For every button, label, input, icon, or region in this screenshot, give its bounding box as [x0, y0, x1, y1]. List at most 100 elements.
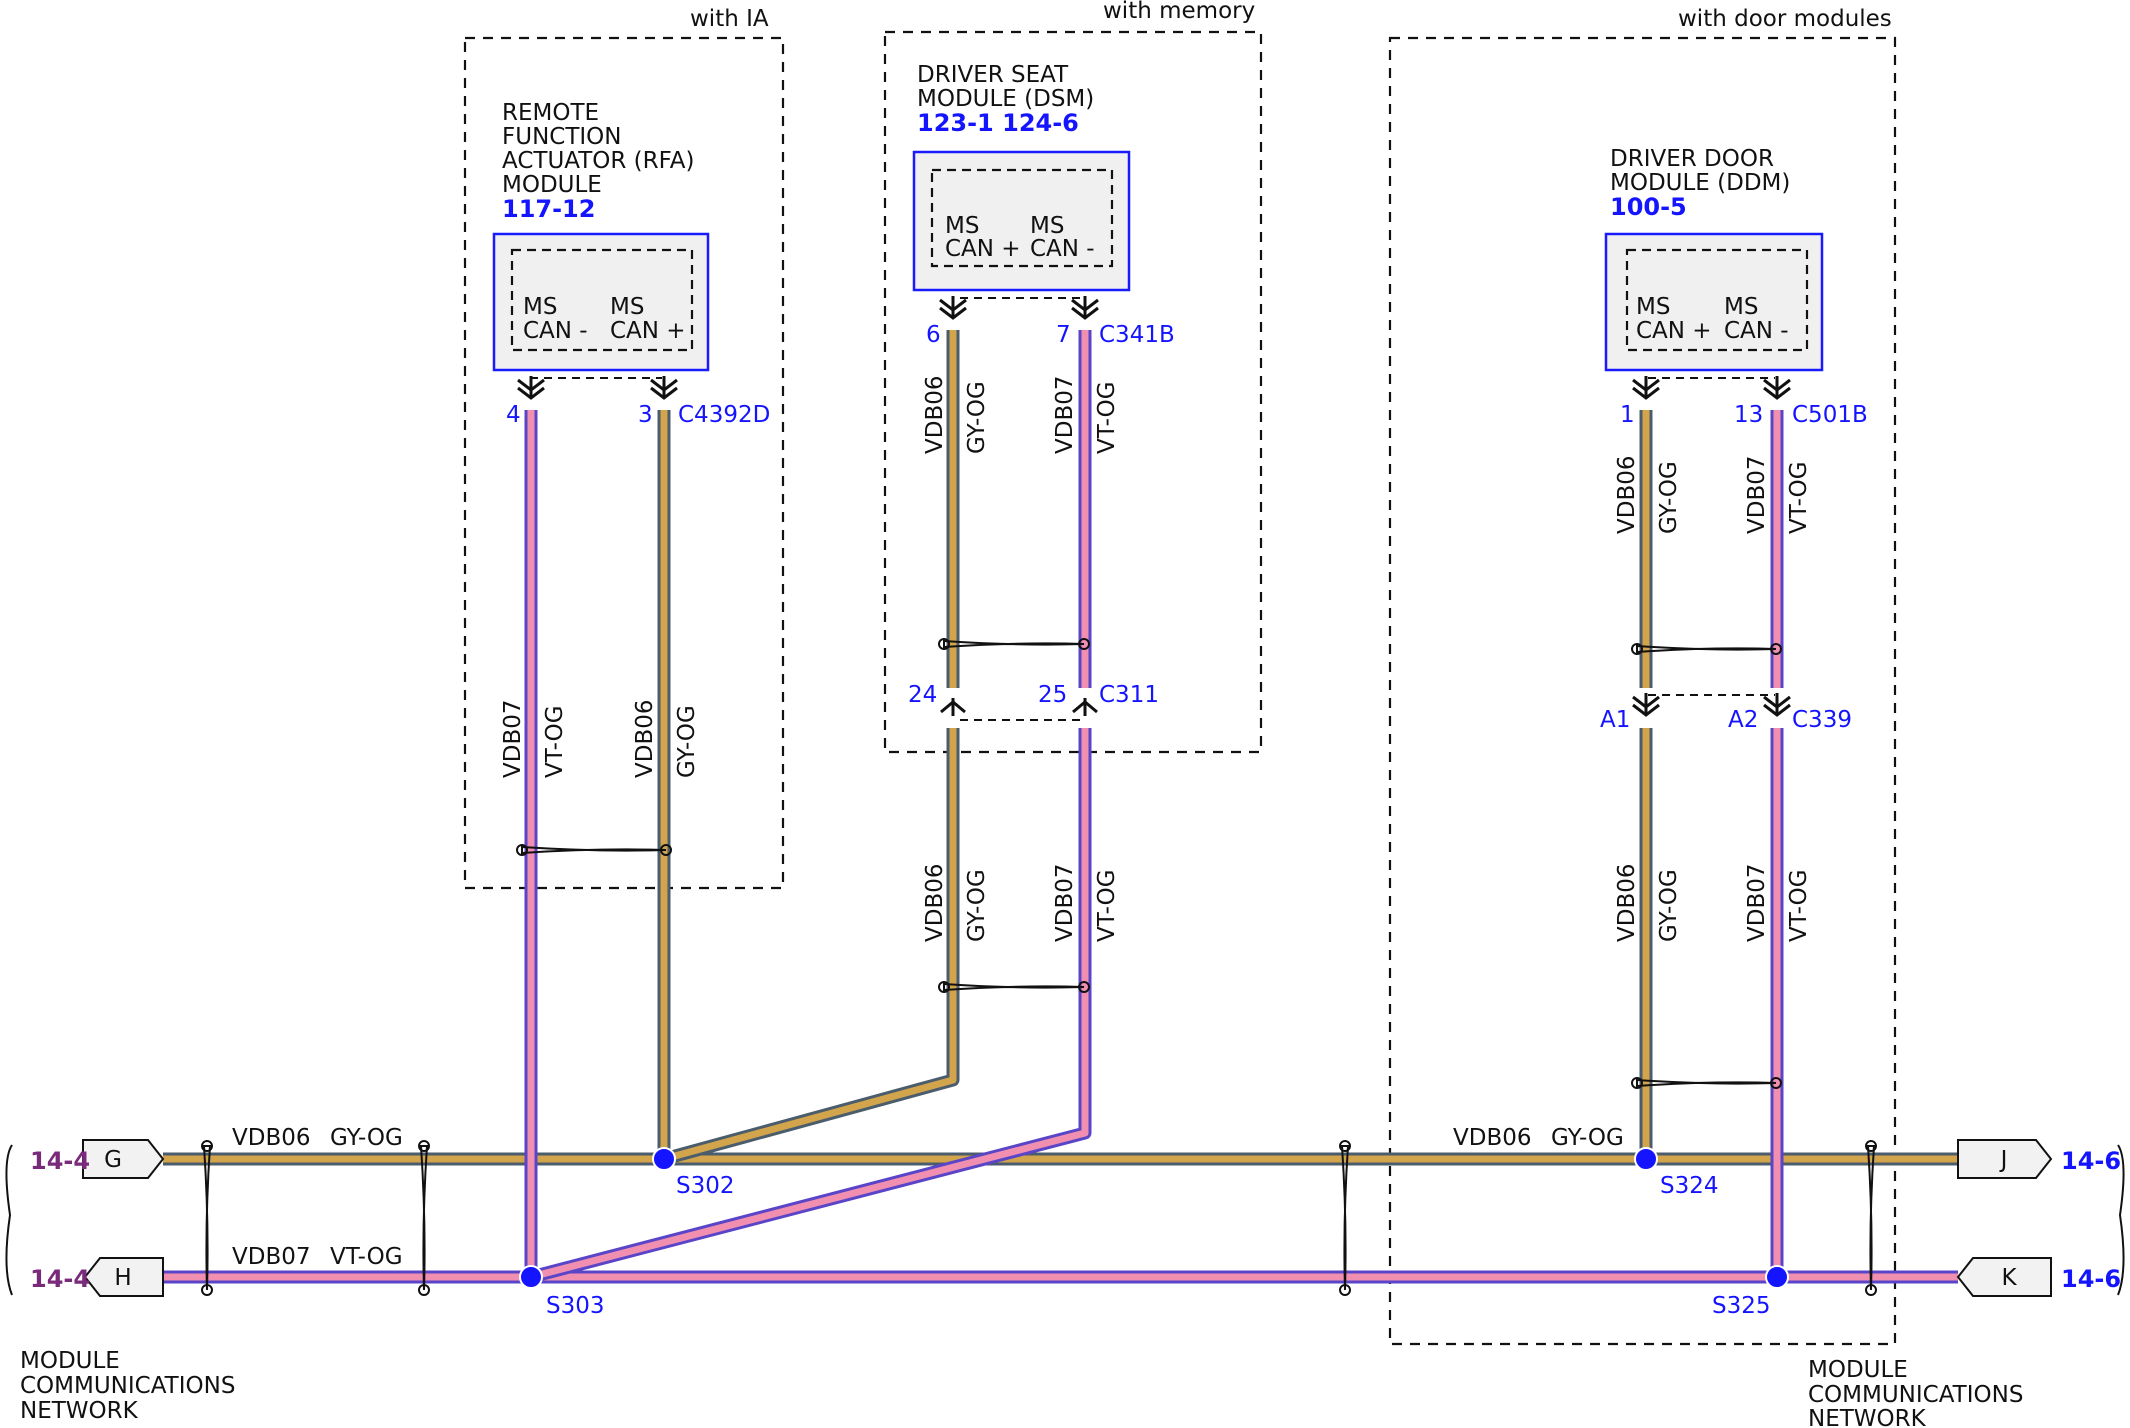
twist-rfa — [516, 844, 672, 856]
dsm-lower-vtog-wire — [529, 728, 1092, 1284]
twist-bus-3 — [1339, 1140, 1351, 1296]
footer-left-line-1: MODULE — [20, 1348, 120, 1374]
dsm-upper-right-circuit: VDB07 — [1052, 376, 1078, 455]
dsm-lower-right-color: VT-OG — [1094, 869, 1120, 942]
ddm-pin-13-number: 13 — [1734, 402, 1763, 428]
twist-bus-4 — [1865, 1140, 1877, 1296]
rfa-left-circuit: VDB07 — [500, 700, 526, 779]
flag-k[interactable]: K — [1956, 1257, 2052, 1297]
rfa-connector-outline — [510, 248, 694, 352]
c339-pin-a2-terminal — [1762, 691, 1792, 717]
ddm-pin-right-line-1: MS — [1724, 294, 1758, 320]
dsm-name-line-2: MODULE (DSM) — [917, 86, 1094, 112]
left-ref-top[interactable]: 14-4 — [30, 1147, 90, 1175]
dsm-lower-left-circuit: VDB06 — [922, 864, 948, 943]
bus-gyog-color: GY-OG — [330, 1125, 403, 1151]
dsm-connector-id: C341B — [1099, 322, 1175, 348]
splice-layer — [519, 1147, 1789, 1289]
ddm-pin-1-number: 1 — [1620, 402, 1635, 428]
rfa-left-color: VT-OG — [542, 705, 568, 778]
dsm-pin-right-line-2: CAN - — [1030, 236, 1095, 262]
dsm-upper-right-color: VT-OG — [1094, 381, 1120, 454]
splice-s324-label: S324 — [1660, 1173, 1719, 1199]
dsm-lower-right-circuit: VDB07 — [1052, 864, 1078, 943]
splice-s325-label: S325 — [1712, 1293, 1771, 1319]
rfa-module: REMOTE FUNCTION ACTUATOR (RFA) MODULE 11… — [492, 100, 710, 379]
left-brace — [5, 1144, 13, 1296]
dsm-upper-left-circuit: VDB06 — [922, 376, 948, 455]
dsm-inline-connector-id: C311 — [1099, 682, 1159, 708]
footer-left-line-3: NETWORK — [20, 1398, 139, 1424]
footer-right-line-3: NETWORK — [1808, 1406, 1927, 1428]
twist-dsm-upper — [938, 638, 1090, 650]
dsm-connector-outline — [930, 168, 1114, 268]
ddm-name-line-2: MODULE (DDM) — [1610, 170, 1790, 196]
ddm-upper-left-circuit: VDB06 — [1614, 456, 1640, 535]
twist-ddm-lower — [1631, 1077, 1782, 1089]
twist-layer — [201, 638, 1877, 1296]
ddm-module-box — [1604, 232, 1824, 372]
right-brace — [2117, 1144, 2125, 1296]
rfa-pin-3-number: 3 — [638, 402, 653, 428]
ddm-upper-right-circuit: VDB07 — [1744, 456, 1770, 535]
dsm-lower-left-color: GY-OG — [964, 869, 990, 942]
dsm-pin-left-line-1: MS — [945, 213, 979, 239]
rfa-pin-4-number: 4 — [506, 402, 521, 428]
flag-j-label: J — [1999, 1147, 2008, 1173]
flag-j[interactable]: J — [1957, 1139, 2053, 1179]
vertical-wire-labels: VDB07 VT-OG VDB06 GY-OG VDB06 GY-OG VDB0… — [500, 376, 1812, 943]
splice-s302-label: S302 — [676, 1173, 735, 1199]
c339-connector-id: C339 — [1792, 707, 1852, 733]
right-ref-bottom[interactable]: 14-6 — [2061, 1265, 2121, 1293]
c339-pin-a1-terminal — [1631, 691, 1661, 717]
c339-pin-a1-number: A1 — [1600, 707, 1630, 733]
ddm-lower-right-color: VT-OG — [1786, 869, 1812, 942]
dsm-pin-left-line-2: CAN + — [945, 236, 1021, 262]
rfa-name-line-4: MODULE — [502, 172, 602, 198]
dsm-pin-25-terminal — [1071, 696, 1099, 718]
dsm-name-line-1: DRIVER SEAT — [917, 62, 1069, 88]
bus-gyog-color-right: GY-OG — [1551, 1125, 1624, 1151]
option-label-door: with door modules — [1678, 6, 1892, 32]
option-box-ia — [463, 36, 785, 890]
ddm-pin-left-line-2: CAN + — [1636, 318, 1712, 344]
ddm-upper-right-color: VT-OG — [1786, 461, 1812, 534]
flag-h-label: H — [114, 1265, 131, 1291]
twist-ddm-upper — [1631, 643, 1782, 655]
ddm-ref: 100-5 — [1610, 193, 1687, 221]
flag-h[interactable]: H — [83, 1257, 164, 1297]
rfa-name-line-2: FUNCTION — [502, 124, 621, 150]
rfa-name-line-1: REMOTE — [502, 100, 599, 126]
twist-bus-2 — [418, 1140, 430, 1296]
rfa-name-line-3: ACTUATOR (RFA) — [502, 148, 694, 174]
footer-left-line-2: COMMUNICATIONS — [20, 1373, 235, 1399]
ddm-pin-left-line-1: MS — [1636, 294, 1670, 320]
footer-right-line-2: COMMUNICATIONS — [1808, 1382, 2023, 1408]
ddm-upper-left-color: GY-OG — [1656, 461, 1682, 534]
splice-s325-dot — [1765, 1265, 1789, 1289]
splice-s302-dot — [652, 1147, 676, 1171]
splice-s324-dot — [1634, 1147, 1658, 1171]
ddm-connector-outline — [1625, 248, 1809, 352]
rfa-pin-right-line-1: MS — [610, 294, 644, 320]
ddm-name-line-1: DRIVER DOOR — [1610, 146, 1774, 172]
rfa-right-color: GY-OG — [674, 705, 700, 778]
flag-g[interactable]: G — [82, 1139, 165, 1179]
right-ref-top[interactable]: 14-6 — [2061, 1147, 2121, 1175]
ddm-connector-id: C501B — [1792, 402, 1868, 428]
option-box-door — [1388, 36, 1897, 1346]
dsm-inline-pin-25: 25 — [1038, 682, 1067, 708]
dsm-pin-7-number: 7 — [1056, 322, 1071, 348]
dsm-pin-6-terminal — [938, 294, 968, 320]
rfa-pin-left-line-2: CAN - — [523, 318, 588, 344]
bus-vtog-circuit: VDB07 — [232, 1244, 311, 1270]
option-label-memory: with memory — [1103, 0, 1255, 24]
wire-layer — [163, 330, 1958, 1284]
left-ref-bottom[interactable]: 14-4 — [30, 1265, 90, 1293]
dsm-pin-7-terminal — [1070, 294, 1100, 320]
rfa-module-box — [492, 232, 710, 372]
dsm-upper-left-color: GY-OG — [964, 381, 990, 454]
rfa-ref: 117-12 — [502, 195, 595, 223]
rfa-pin-left-line-1: MS — [523, 294, 557, 320]
